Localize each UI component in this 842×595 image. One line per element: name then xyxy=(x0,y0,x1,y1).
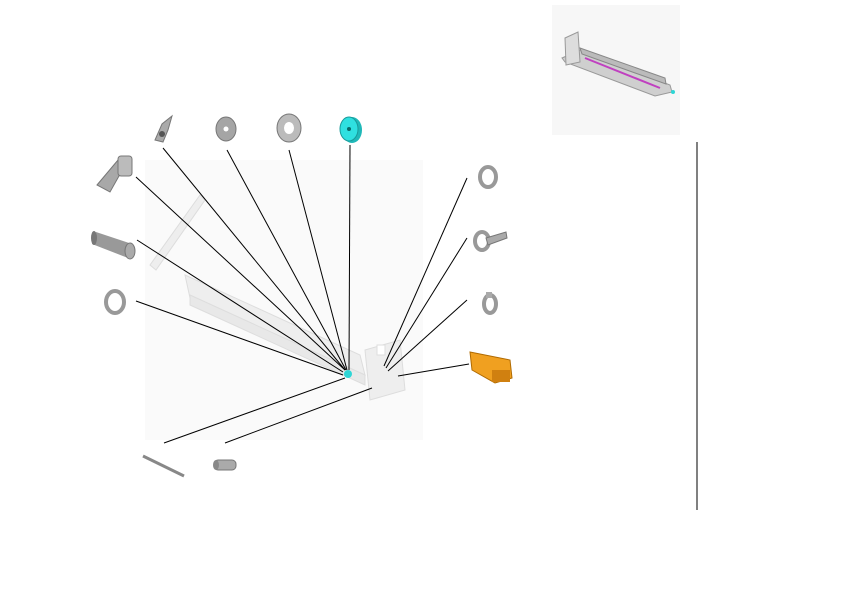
ring-icon[interactable] xyxy=(104,289,126,315)
bracket-icon[interactable] xyxy=(96,155,133,193)
tube-icon[interactable] xyxy=(91,231,136,260)
rod-icon[interactable] xyxy=(142,454,185,478)
assembly-ghost xyxy=(145,160,423,440)
washer-icon[interactable] xyxy=(215,116,237,142)
clip-icon[interactable] xyxy=(482,292,498,315)
actuator-icon[interactable] xyxy=(469,351,513,384)
leader-lines xyxy=(135,144,470,444)
hook-icon[interactable] xyxy=(473,230,508,252)
spring-icon[interactable] xyxy=(213,459,237,471)
pulley-icon[interactable] xyxy=(339,116,362,143)
lever-icon[interactable] xyxy=(154,114,173,143)
overview-thumbnail xyxy=(552,5,680,135)
washer-large-icon[interactable] xyxy=(276,113,302,143)
ring-icon[interactable] xyxy=(478,165,498,189)
pulley-in-assembly xyxy=(344,370,352,378)
